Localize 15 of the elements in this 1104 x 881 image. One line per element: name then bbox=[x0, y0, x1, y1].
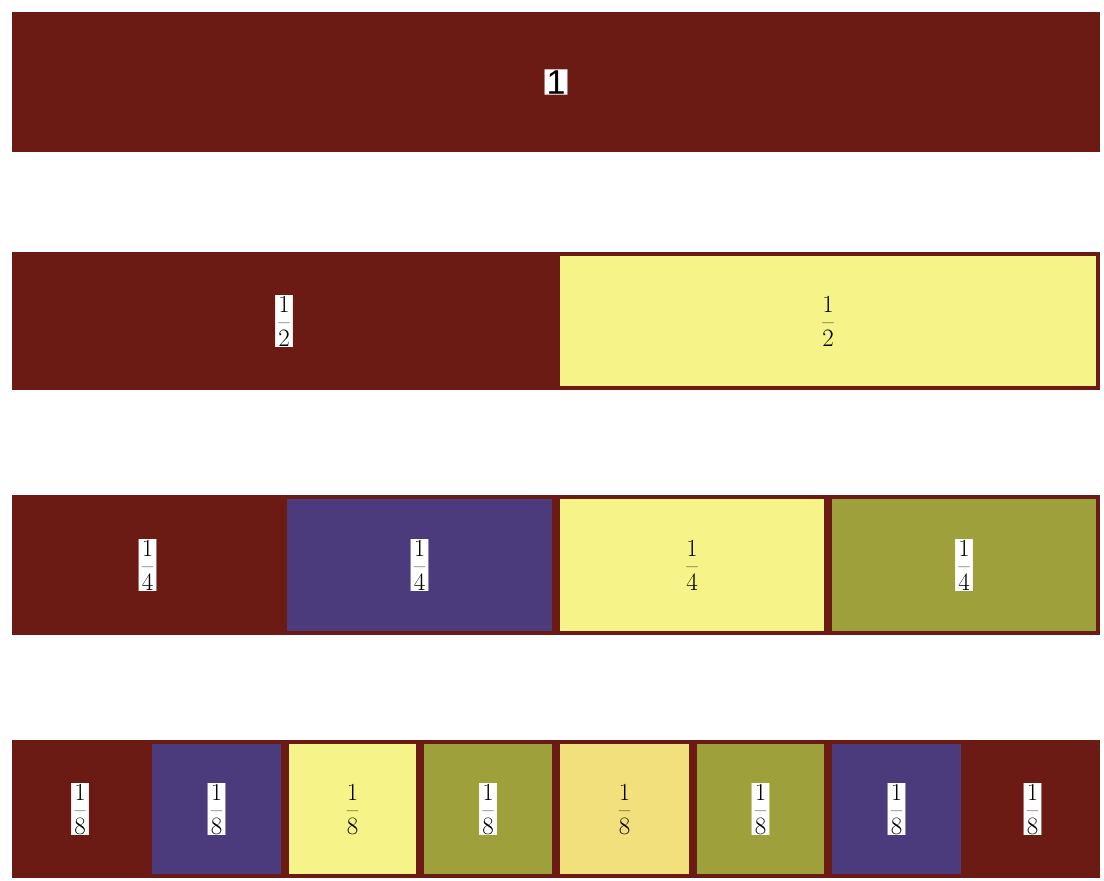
fraction-bar: $\frac{1}{4}$ bbox=[828, 495, 1100, 635]
fraction-bar: $\frac{1}{8}$ bbox=[965, 740, 1100, 878]
fraction-bar: $\frac{1}{4}$ bbox=[283, 495, 556, 635]
fraction-bar: $\frac{1}{8}$ bbox=[148, 740, 285, 878]
fraction-bar: $\frac{1}{2}$ bbox=[12, 252, 556, 390]
fraction-bar: $\frac{1}{8}$ bbox=[12, 740, 148, 878]
fraction-bar: $\frac{1}{8}$ bbox=[693, 740, 828, 878]
fraction-bar: $\frac{1}{4}$ bbox=[12, 495, 283, 635]
fraction-bar: $\frac{1}{4}$ bbox=[556, 495, 828, 635]
fraction-bar: $\frac{1}{8}$ bbox=[285, 740, 420, 878]
fraction-bar: $\frac{1}{8}$ bbox=[420, 740, 556, 878]
fraction-bar: $\frac{1}{8}$ bbox=[556, 740, 693, 878]
fraction-bar: $\frac{1}{8}$ bbox=[828, 740, 965, 878]
fraction-bar: 1 bbox=[12, 12, 1100, 152]
fraction-bar: $\frac{1}{2}$ bbox=[556, 252, 1100, 390]
